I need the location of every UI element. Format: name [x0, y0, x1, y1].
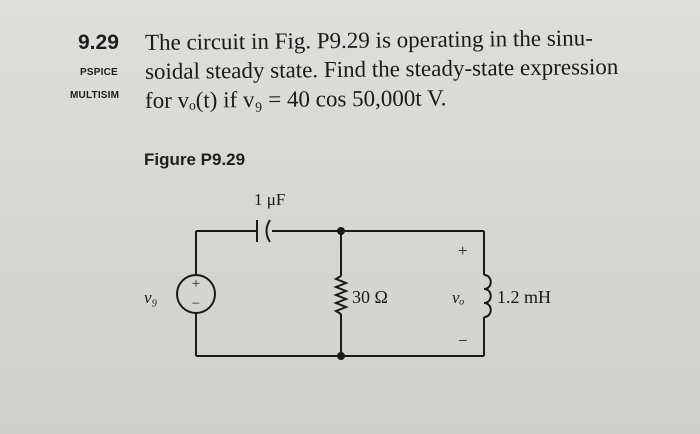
output-plus-label: + — [458, 241, 468, 260]
inductor-symbol — [483, 274, 492, 318]
source-label: v₉ — [144, 288, 158, 307]
resistor-label: 30 Ω — [352, 287, 388, 307]
resistor-symbol — [333, 275, 349, 315]
output-minus-label: − — [458, 331, 468, 350]
figure-title: Figure P9.29 — [144, 150, 246, 169]
capacitor-label: 1 μF — [254, 190, 285, 209]
source-plus-sign: + — [192, 276, 200, 292]
output-voltage-label: vₒ — [452, 288, 465, 307]
source-minus-sign: − — [192, 296, 200, 312]
multisim-tag: MULTISIM — [70, 90, 120, 101]
problem-number: 9.29 — [78, 31, 119, 54]
pspice-tag: PSPICE — [80, 67, 118, 78]
node-top — [337, 227, 345, 235]
voltage-source-symbol — [176, 274, 216, 314]
node-bottom — [337, 352, 345, 360]
capacitor-symbol — [256, 219, 271, 243]
inductor-label: 1.2 mH — [497, 287, 551, 307]
